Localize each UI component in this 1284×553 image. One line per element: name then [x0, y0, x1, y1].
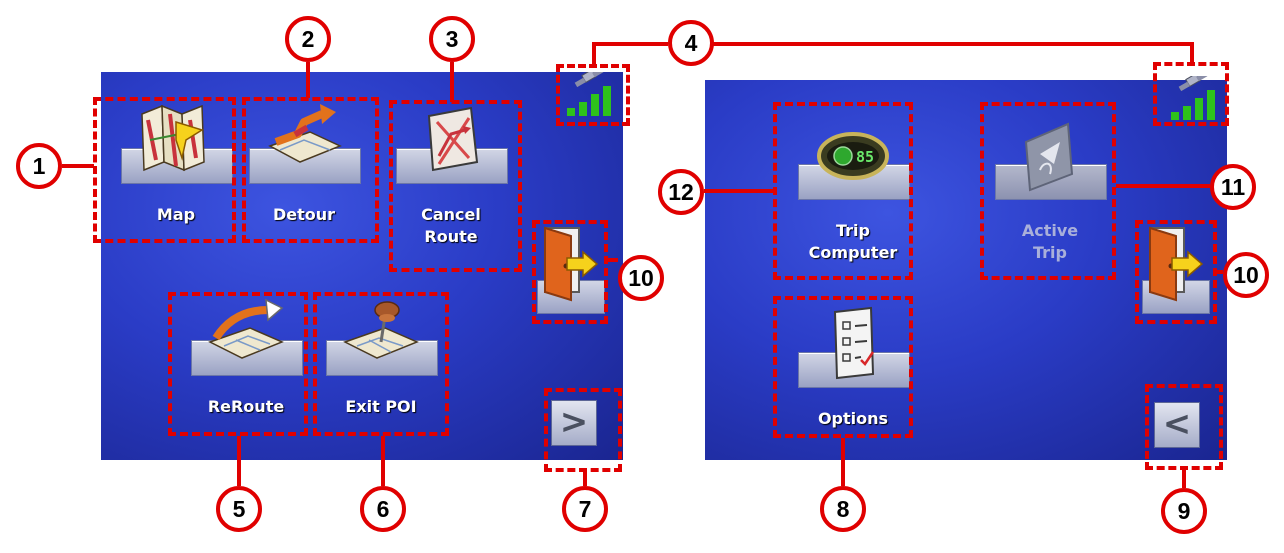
- callout-7: 7: [562, 486, 608, 532]
- callout-9: 9: [1161, 488, 1207, 534]
- leader-4-left-v: [592, 42, 596, 66]
- exit-button-2[interactable]: [1142, 224, 1210, 316]
- detour-label: Detour: [272, 205, 336, 224]
- highlight-signal-2: [1153, 62, 1229, 126]
- menu-screen-1: Map Detour Cancel Route ReRoute: [101, 72, 623, 460]
- callout-12: 12: [658, 169, 704, 215]
- exit-door-icon: [544, 226, 599, 302]
- highlight-exit-poi: [313, 292, 449, 436]
- callout-6: 6: [360, 486, 406, 532]
- options-icon: [833, 306, 875, 380]
- callout-4: 4: [668, 20, 714, 66]
- leader-10-left: [608, 258, 618, 262]
- map-label: Map: [156, 205, 196, 224]
- callout-10-left: 10: [618, 255, 664, 301]
- highlight-trip-computer: [773, 102, 913, 280]
- leader-4-right-v: [1190, 42, 1194, 64]
- callout-10-right: 10: [1223, 252, 1269, 298]
- leader-8: [841, 438, 845, 486]
- highlight-detour: [242, 97, 379, 243]
- svg-text:85: 85: [856, 148, 874, 166]
- cancel-route-icon: [427, 106, 479, 172]
- exit-door-icon: [1149, 226, 1204, 302]
- leader-11: [1116, 184, 1210, 188]
- leader-1: [62, 164, 94, 168]
- highlight-map: [93, 97, 236, 243]
- highlight-reroute: [168, 292, 308, 436]
- highlight-signal-1: [556, 64, 630, 126]
- leader-4-right-h: [712, 42, 1194, 46]
- detour-icon: [268, 104, 342, 163]
- active-trip-icon: [1024, 122, 1074, 192]
- leader-3: [450, 62, 454, 102]
- leader-7: [583, 472, 587, 486]
- highlight-next: [544, 388, 622, 472]
- callout-11: 11: [1210, 164, 1256, 210]
- options-label: Options: [817, 409, 889, 428]
- callout-3: 3: [429, 16, 475, 62]
- exit-poi-icon: [343, 301, 419, 359]
- callout-8: 8: [820, 486, 866, 532]
- leader-6: [381, 436, 385, 486]
- callout-2: 2: [285, 16, 331, 62]
- reroute-label: ReRoute: [207, 397, 285, 416]
- highlight-active-trip: [980, 102, 1116, 280]
- reroute-icon: [208, 298, 284, 359]
- highlight-exit-1: [532, 220, 608, 324]
- menu-screen-2: 85 Trip Computer Active Trip Options: [705, 76, 1227, 460]
- next-page-button[interactable]: >: [551, 400, 597, 446]
- cancel-route-label: Cancel Route: [421, 205, 481, 246]
- callout-1: 1: [16, 143, 62, 189]
- map-icon: [141, 104, 205, 172]
- active-trip-label: Active Trip: [1021, 221, 1079, 262]
- highlight-exit-2: [1135, 220, 1217, 324]
- trip-computer-label: Trip Computer: [808, 221, 898, 262]
- leader-12: [704, 189, 774, 193]
- highlight-options: [773, 296, 913, 438]
- callout-5: 5: [216, 486, 262, 532]
- leader-2: [306, 62, 310, 98]
- leader-9: [1182, 470, 1186, 488]
- leader-5: [237, 436, 241, 486]
- gps-signal-icon: [567, 72, 611, 116]
- trip-computer-icon: 85: [817, 132, 889, 180]
- leader-10-right: [1217, 270, 1223, 274]
- gps-signal-icon: [1171, 76, 1215, 120]
- previous-page-button[interactable]: <: [1154, 402, 1200, 448]
- highlight-cancel-route: [389, 100, 522, 272]
- exit-poi-label: Exit POI: [345, 397, 417, 416]
- highlight-back: [1145, 384, 1223, 470]
- leader-4-left-h: [592, 42, 668, 46]
